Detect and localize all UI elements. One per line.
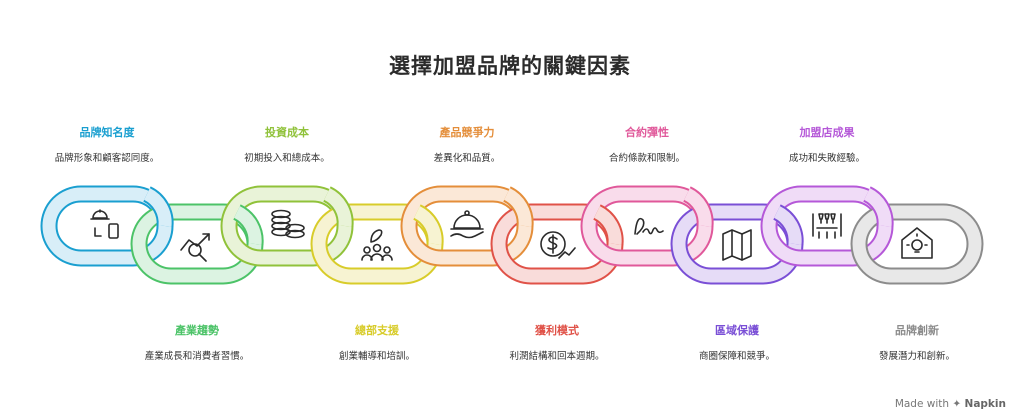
- factor-desc-6: 利潤結構和回本週期。: [509, 351, 605, 362]
- factor-title-4: 總部支援: [355, 324, 399, 337]
- napkin-logo-icon: ✦: [952, 398, 962, 410]
- chain-link-10: [850, 203, 984, 285]
- serving-cloche-icon: [450, 210, 484, 239]
- footer-credit: Made with ✦ Napkin: [895, 398, 1006, 410]
- link-overlap-1: [142, 186, 174, 227]
- factor-title-6: 獲利模式: [535, 324, 579, 337]
- delivery-icon: [90, 209, 119, 239]
- factor-title-1: 品牌知名度: [79, 126, 135, 139]
- link-overlap-3: [322, 186, 354, 227]
- link-overlap-2: [232, 204, 264, 245]
- factor-desc-8: 商圈保障和競爭。: [698, 351, 775, 362]
- link-overlap-5: [502, 186, 534, 227]
- factor-desc-3: 初期投入和總成本。: [244, 153, 330, 164]
- restaurant-bar-icon: [812, 213, 842, 239]
- link-overlap-8: [772, 204, 804, 245]
- factor-desc-7: 合約條款和限制。: [608, 153, 685, 164]
- factor-title-9: 加盟店成果: [799, 126, 855, 139]
- factor-title-8: 區域保護: [715, 324, 759, 337]
- factor-desc-1: 品牌形象和顧客認同度。: [54, 153, 160, 164]
- signature-icon: [634, 217, 664, 235]
- map-icon: [722, 229, 752, 261]
- factor-title-10: 品牌創新: [895, 324, 939, 337]
- coin-stacks-icon: [271, 209, 305, 239]
- link-overlap-7: [682, 186, 714, 227]
- factor-desc-10: 發展潛力和創新。: [878, 351, 955, 362]
- factor-title-2: 產業趨勢: [175, 324, 219, 337]
- factor-title-7: 合約彈性: [625, 126, 669, 139]
- link-overlap-6: [592, 204, 624, 245]
- factor-desc-2: 產業成長和消費者習慣。: [144, 351, 250, 362]
- factor-desc-4: 創業輔導和培訓。: [338, 351, 415, 362]
- factor-title-3: 投資成本: [265, 126, 309, 139]
- factor-desc-5: 差異化和品質。: [433, 153, 501, 164]
- growth-chart-magnifier-icon: [180, 233, 210, 262]
- team-support-icon: [361, 229, 393, 261]
- dollar-growth-icon: [540, 231, 576, 259]
- house-idea-icon: [901, 227, 933, 259]
- factor-title-5: 產品競爭力: [439, 126, 495, 139]
- factor-desc-9: 成功和失敗經驗。: [788, 153, 865, 164]
- footer-brand: Napkin: [964, 398, 1006, 410]
- link-overlap-9: [862, 186, 894, 227]
- footer-prefix: Made with: [894, 398, 950, 410]
- link-overlap-4: [412, 204, 444, 245]
- page-title: 選擇加盟品牌的關鍵因素: [389, 54, 631, 78]
